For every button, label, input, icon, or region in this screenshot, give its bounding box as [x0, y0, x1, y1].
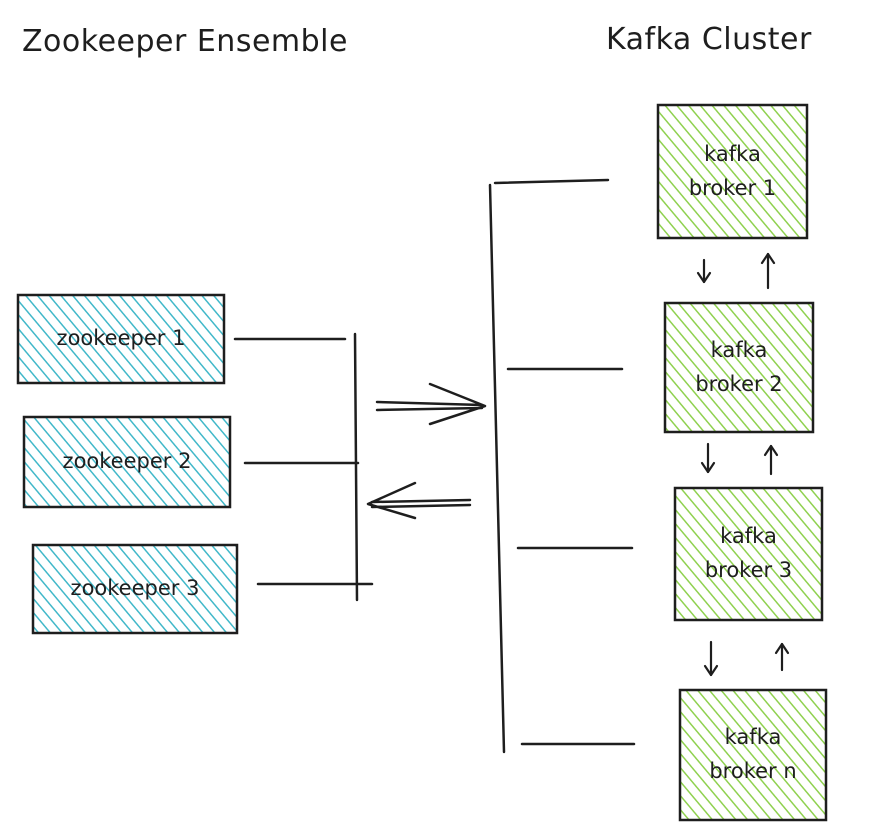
broker-1-to-2-down-arrow	[696, 258, 712, 284]
kafka-broker-n-box	[678, 688, 828, 822]
kafka-broker-3-label: kafka broker 3	[704, 524, 793, 582]
broker-2-to-1-up-arrow	[760, 252, 776, 290]
kafka-broker-1-label: kafka broker 1	[688, 141, 777, 200]
zookeeper-node-2-label: zookeeper 2	[62, 449, 192, 474]
broker-3-to-2-up-arrow	[763, 444, 779, 476]
kafka-broker-1-connector	[493, 178, 610, 185]
broker-3-to-n-down-arrow	[703, 640, 719, 677]
kafka-cluster-title: Kafka Cluster	[606, 22, 812, 57]
kafka-broker-3-box	[673, 486, 824, 622]
broker-2-to-3-down-arrow	[700, 442, 716, 474]
kafka-broker-1-box	[656, 103, 809, 240]
zookeeper-node-3-box	[31, 543, 239, 635]
kafka-broker-2-label: kafka broker 2	[695, 337, 783, 396]
zookeeper-ensemble-title: Zookeeper Ensemble	[22, 24, 348, 59]
kafka-broker-2-box	[663, 301, 815, 434]
zookeeper-node-3-label: zookeeper 3	[70, 576, 200, 601]
zookeeper-node-2-box	[22, 415, 232, 509]
arrow-right-double	[375, 382, 487, 426]
broker-n-to-3-up-arrow	[774, 642, 790, 672]
zookeeper-node-1-box	[16, 293, 226, 385]
kafka-broker-n-label: kafka broker n	[709, 725, 797, 783]
arrow-left-double	[366, 481, 472, 520]
zookeeper-bus-line	[353, 332, 359, 602]
kafka-bus-line	[488, 183, 506, 754]
zookeeper-node-1-label: zookeeper 1	[56, 326, 186, 351]
